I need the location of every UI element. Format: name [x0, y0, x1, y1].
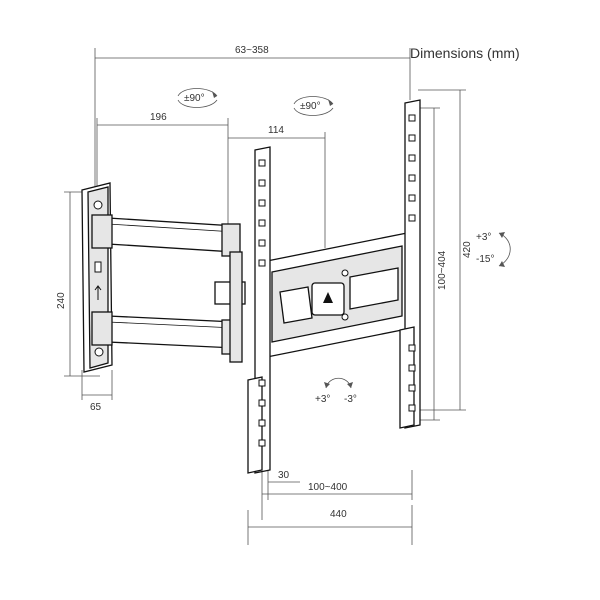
dim-bracket-width: 440: [247, 505, 413, 545]
lower-arm: [91, 311, 241, 355]
label-level-minus: -3°: [344, 394, 357, 405]
label-total-extension: 63~358: [235, 45, 269, 56]
label-vesa-vertical: 100~404: [437, 250, 448, 290]
swivel-right-indicator: ±90°: [293, 96, 334, 116]
label-level-plus: +3°: [315, 394, 330, 405]
label-vesa-horizontal: 100~400: [308, 482, 348, 493]
dim-vesa-horizontal: 100~400: [261, 470, 413, 520]
label-tilt-up: +3°: [476, 232, 491, 243]
swivel-left-indicator: ±90°: [177, 88, 218, 108]
dim-vesa-vertical: 100~404: [418, 107, 448, 421]
dim-bracket-offset: 30: [267, 470, 300, 500]
label-wall-plate-height: 240: [56, 292, 67, 309]
dim-arm-second: 114: [228, 125, 326, 248]
label-wall-plate-depth: 65: [90, 402, 102, 413]
tilt-indicator: +3° -15°: [476, 232, 511, 267]
label-bracket-width: 440: [330, 509, 347, 520]
label-bracket-offset: 30: [278, 470, 290, 481]
dim-bracket-height: 420: [418, 89, 473, 411]
label-arm-second: 114: [268, 125, 284, 136]
label-swivel-right: ±90°: [300, 101, 321, 112]
label-swivel-left: ±90°: [184, 93, 205, 104]
left-vertical-rail: [247, 146, 271, 474]
diagram-title: Dimensions (mm): [410, 45, 520, 61]
label-arm-length: 196: [150, 112, 167, 123]
label-bracket-height: 420: [462, 241, 473, 258]
label-tilt-down: -15°: [476, 254, 494, 265]
dim-total-extension: 63~358: [94, 45, 411, 190]
dim-arm-length: 196: [96, 112, 229, 232]
right-vertical-rail: [399, 99, 421, 429]
tv-bracket-frame: [261, 231, 413, 359]
level-indicator: +3° -3°: [315, 377, 357, 405]
upper-arm: [91, 214, 241, 257]
arm-pivot: [214, 251, 246, 363]
dim-wall-plate-depth: 65: [81, 370, 113, 413]
